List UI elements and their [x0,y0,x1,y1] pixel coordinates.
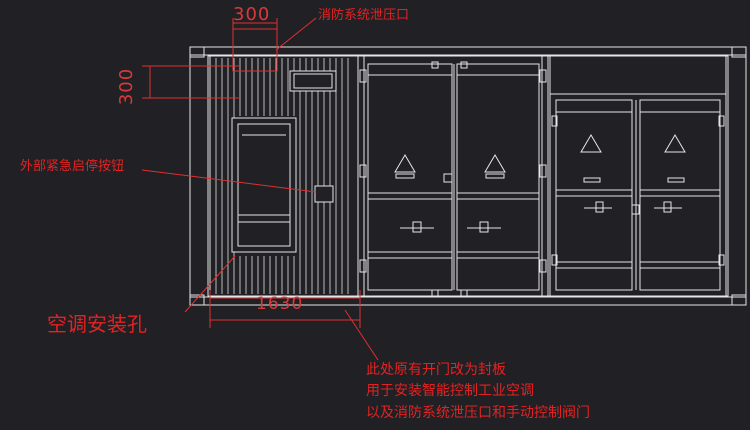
door-handle [412,221,422,233]
door-bay-1 [357,55,549,297]
door-handle [663,201,672,213]
note-line-2: 用于安装智能控制工业空调 [366,383,534,399]
pressure-relief-outline [232,28,278,72]
label-emergency-button: 外部紧急启停按钮 [20,159,125,174]
warning-sign-icon [580,134,602,153]
dimension-bottom-width: 1630 [256,294,304,314]
corrugation-lines [215,58,349,294]
warning-sign-icon [394,154,416,173]
emergency-button-box [314,185,334,203]
note-line-1: 此处原有开门改为封板 [366,362,506,378]
pressure-relief-box [289,70,337,92]
dimension-top-width: 300 [233,4,271,25]
right-upper-panel [549,55,727,95]
label-pressure-relief: 消防系统泄压口 [318,8,410,23]
label-ac-hole: 空调安装孔 [47,312,147,336]
note-line-3: 以及消防系统泄压口和手动控制阀门 [366,405,590,421]
door-handle [479,221,489,233]
warning-sign-icon [484,154,506,173]
warning-sign-icon [664,134,686,153]
door-handle [595,201,604,213]
dimension-side-height: 300 [116,67,138,106]
door-bay-2 [549,93,727,297]
